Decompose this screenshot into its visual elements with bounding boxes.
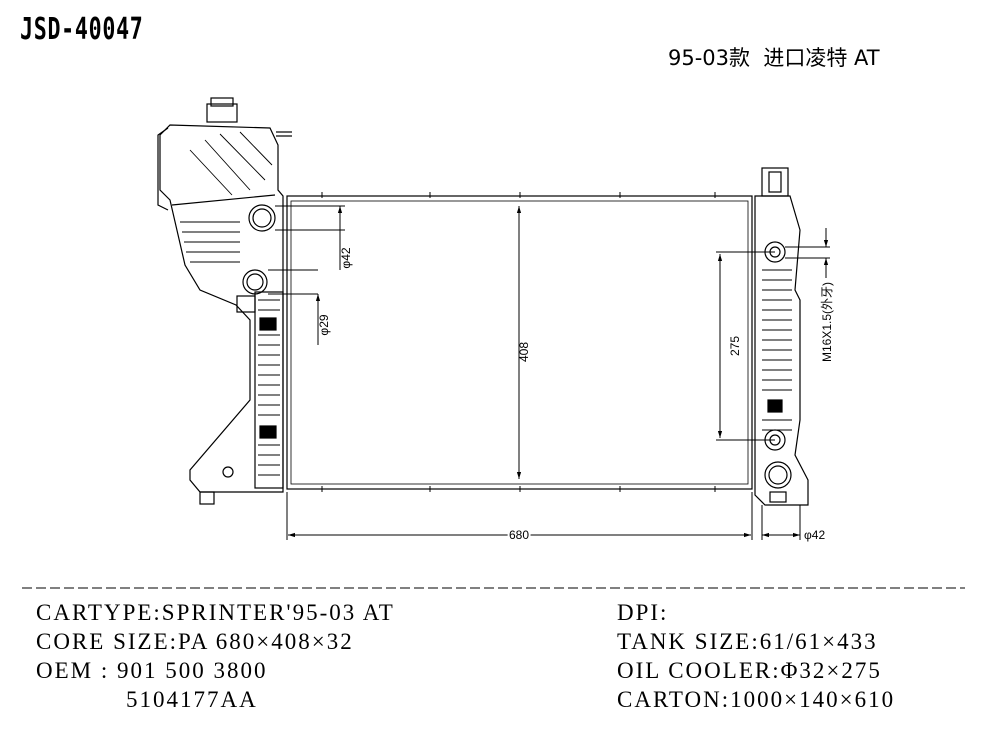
spec-carton: CARTON:1000×140×610 bbox=[617, 687, 896, 712]
oil-cooler-span-label: 275 bbox=[728, 336, 742, 356]
part-number: JSD-40047 bbox=[20, 12, 144, 47]
right-tank-diameter-label: φ42 bbox=[804, 528, 825, 542]
spec-core-size: CORE SIZE:PA 680×408×32 bbox=[36, 629, 354, 654]
inlet-diameter-label: φ42 bbox=[339, 247, 353, 268]
spec-dpi: DPI: bbox=[617, 600, 669, 625]
thread-spec-label: M16X1.5(外牙) bbox=[820, 282, 834, 362]
spec-oem: OEM : 901 500 3800 bbox=[36, 658, 268, 683]
core-ticks bbox=[321, 192, 716, 492]
spec-tank-size: TANK SIZE:61/61×433 bbox=[617, 629, 878, 654]
core-height-label: 408 bbox=[517, 342, 531, 362]
spec-cartype: CARTYPE:SPRINTER'95-03 AT bbox=[36, 600, 395, 625]
outlet-diameter-label: φ29 bbox=[317, 314, 331, 335]
left-tank-reservoir bbox=[157, 97, 292, 505]
spec-oem-second: 5104177AA bbox=[126, 687, 258, 712]
dimension-lines bbox=[268, 205, 830, 540]
model-years-title: 95-03款 进口凌特 AT bbox=[668, 46, 880, 70]
spec-oil-cooler: OIL COOLER:Φ32×275 bbox=[617, 658, 882, 683]
core-width-label: 680 bbox=[509, 528, 529, 542]
right-tank bbox=[754, 167, 809, 506]
